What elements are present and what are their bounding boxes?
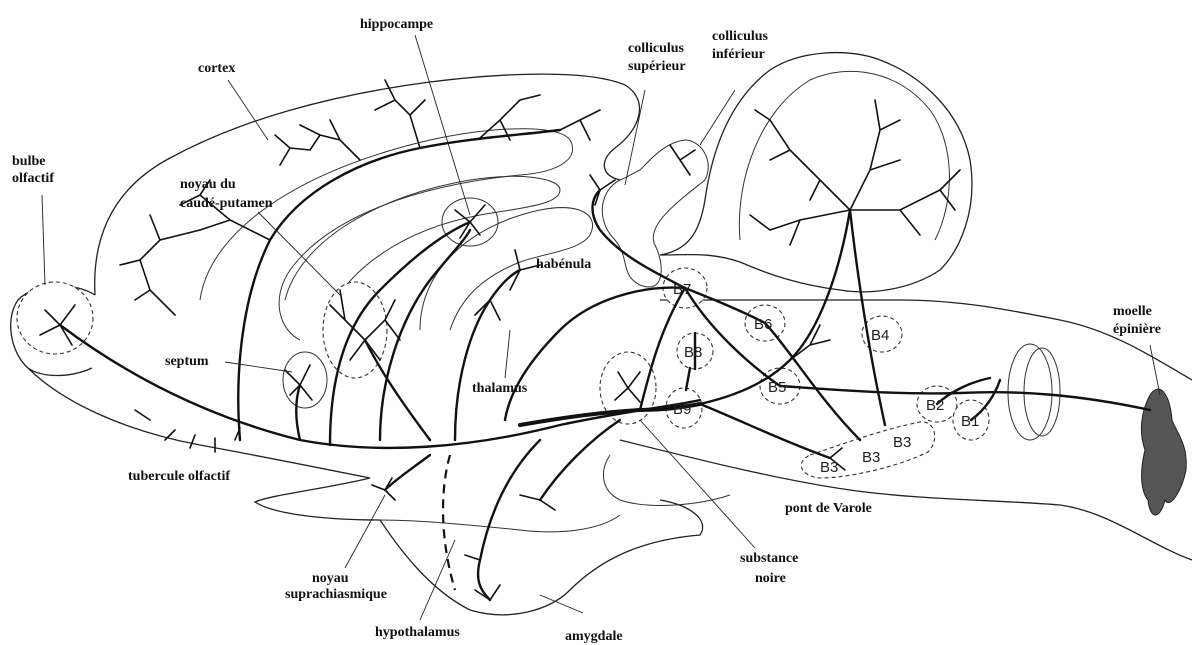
- label-hypothalamus: hypothalamus: [375, 625, 460, 640]
- septum-fiber: [296, 385, 300, 440]
- cell-label-b4: B4: [871, 327, 889, 344]
- cerebellum-inner: [739, 71, 949, 240]
- amygdala-fiber: [478, 440, 540, 600]
- label-bulbe-1: bulbe: [12, 154, 45, 169]
- cell-label-b1: B1: [961, 413, 979, 430]
- brain-outlines: [11, 53, 1192, 615]
- hypothalamus-dashed: [443, 455, 455, 590]
- thalamus-fiber: [455, 270, 520, 440]
- label-habenula: habénula: [536, 257, 591, 272]
- bulb-nucleus: [17, 282, 93, 354]
- label-thalamus: thalamus: [472, 381, 528, 396]
- spinal-grey-matter: [1141, 389, 1186, 515]
- hypothalamus-fiber: [540, 420, 620, 500]
- leader-supra: [345, 495, 385, 568]
- cell-label-b3a: B3: [820, 459, 838, 476]
- cell-group-labels: B7 B6 B8 B9 B5 B4 B2 B1 B3 B3 B3: [673, 281, 979, 476]
- cell-label-b2: B2: [926, 397, 944, 414]
- basal-outline: [380, 500, 703, 615]
- label-supra-2: suprachiasmique: [285, 587, 387, 602]
- label-cortex: cortex: [198, 61, 235, 76]
- label-colliculus-sup-1: colliculus: [628, 41, 685, 56]
- leader-thalamus: [505, 330, 510, 378]
- cerebellum-outline: [660, 53, 972, 292]
- cell-label-b3c: B3: [893, 434, 911, 451]
- pons-fiber: [700, 404, 830, 458]
- leader-cortex: [228, 80, 268, 140]
- leader-caude: [258, 212, 340, 295]
- cell-label-b7: B7: [673, 281, 691, 298]
- amygdala-outline: [380, 515, 620, 532]
- cord-section-2: [1024, 348, 1060, 436]
- label-tubercule: tubercule olfactif: [128, 469, 230, 484]
- septum-region: [283, 352, 327, 408]
- label-moelle-1: moelle: [1113, 304, 1152, 319]
- cell-label-b5: B5: [768, 379, 786, 396]
- cell-label-b8: B8: [684, 344, 702, 361]
- label-moelle-2: épinière: [1113, 322, 1161, 337]
- label-bulbe-2: olfactif: [12, 171, 54, 186]
- cell-label-b9: B9: [673, 401, 691, 418]
- leader-colliculus-sup: [625, 90, 645, 185]
- label-caude-1: noyau du: [180, 177, 236, 192]
- label-colliculus-inf-1: colliculus: [712, 29, 769, 44]
- label-supra-1: noyau: [312, 571, 349, 586]
- label-pont: pont de Varole: [785, 501, 872, 516]
- label-colliculus-inf-2: inférieur: [712, 47, 765, 62]
- cell-label-b6: B6: [754, 316, 772, 333]
- label-septum: septum: [165, 354, 209, 369]
- leader-moelle: [1150, 345, 1160, 395]
- label-substance-1: substance: [740, 551, 798, 566]
- cell-label-b3b: B3: [862, 449, 880, 466]
- leader-bulbe: [42, 195, 45, 285]
- anatomy-labels: hippocampe cortex bulbe olfactif noyau d…: [12, 17, 1161, 644]
- b7-to-thalamus: [505, 288, 685, 420]
- label-colliculus-sup-2: supérieur: [628, 59, 686, 74]
- label-amygdale: amygdale: [565, 629, 623, 644]
- label-caude-2: caudé-putamen: [180, 196, 273, 211]
- supra-fiber: [385, 455, 430, 490]
- leader-hypothalamus: [420, 540, 455, 620]
- leader-septum: [225, 362, 292, 372]
- callosum-outline: [200, 129, 573, 340]
- leader-hippocampe: [415, 35, 470, 215]
- colliculus-outline: [602, 140, 708, 287]
- terminal-branches: [40, 80, 960, 600]
- label-substance-2: noire: [755, 571, 786, 586]
- label-hippocampe: hippocampe: [360, 17, 433, 32]
- leader-substance: [640, 420, 755, 548]
- leader-lines: [42, 35, 1160, 620]
